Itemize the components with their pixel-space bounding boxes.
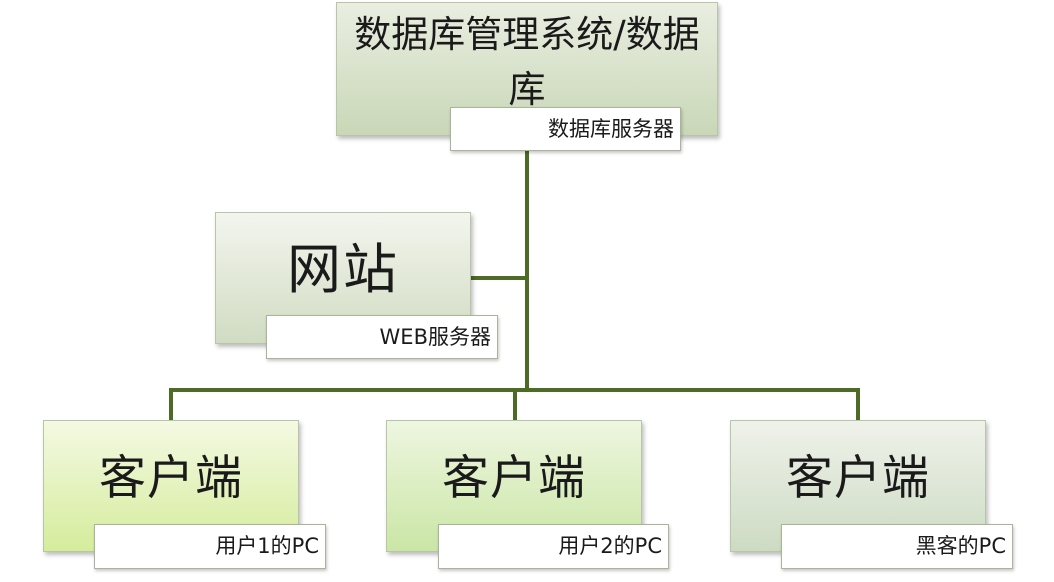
client-node-hacker-title: 客户端: [786, 451, 930, 506]
database-server-label: 数据库服务器: [450, 107, 681, 151]
client-hacker-pc-label: 黑客的PC: [781, 524, 1013, 569]
database-node-title: 数据库管理系统/数据库: [354, 13, 700, 111]
website-node-title: 网站: [287, 238, 399, 301]
client-user1-pc-label: 用户1的PC: [94, 524, 326, 569]
client-node-user1-title: 客户端: [99, 451, 243, 506]
client-user2-pc-label: 用户2的PC: [438, 524, 669, 569]
web-server-label: WEB服务器: [266, 315, 498, 359]
client-node-user2-title: 客户端: [442, 451, 586, 506]
